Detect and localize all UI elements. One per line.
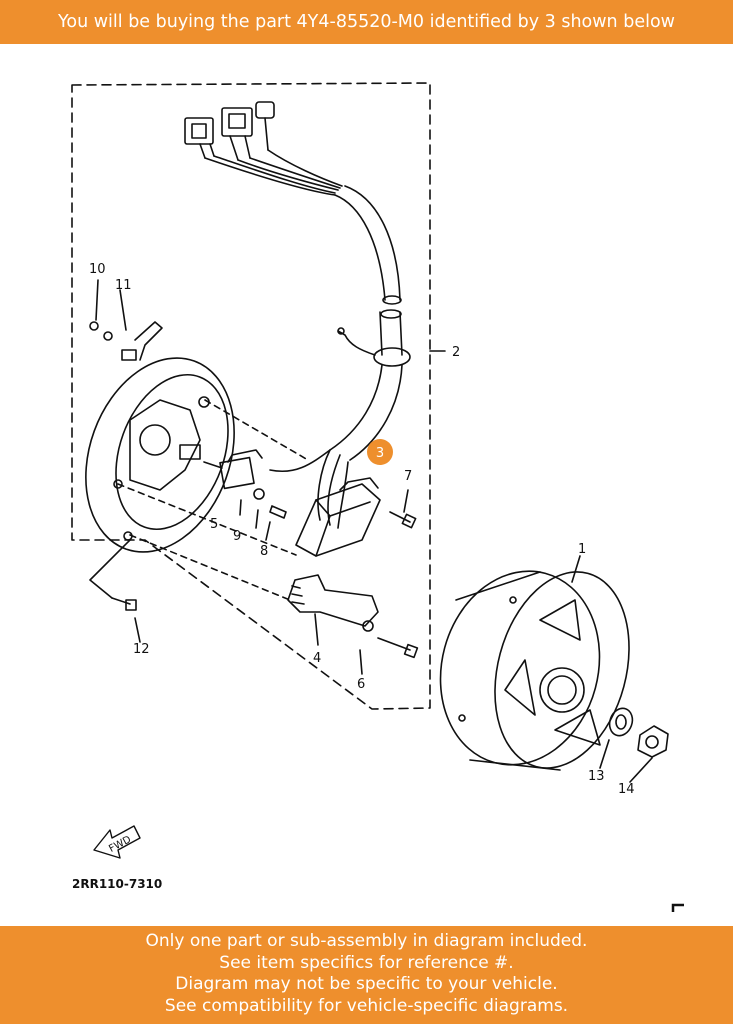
nut-14	[637, 725, 669, 758]
wire-harness	[204, 149, 343, 196]
label-7: 7	[404, 469, 412, 484]
label-9: 9	[233, 529, 241, 544]
diagram-code: 2RR110-7310	[72, 877, 162, 891]
label-4: 4	[313, 651, 321, 666]
label-2: 2	[452, 345, 460, 360]
label-10: 10	[89, 262, 106, 277]
highlight-label: 3	[376, 446, 384, 461]
label-1: 1	[578, 542, 586, 557]
component-4	[287, 574, 379, 632]
footer-line-3: Diagram may not be specific to your vehi…	[175, 974, 558, 994]
footer-banner: Only one part or sub-assembly in diagram…	[0, 926, 733, 1024]
corner-mark	[671, 903, 684, 912]
header-text: You will be buying the part 4Y4-85520-M0…	[58, 12, 675, 32]
parts-diagram: FWD 1 2 4 5 6 7 8 9 10 11 12 13 14 3 2RR…	[71, 82, 684, 912]
label-5: 5	[210, 517, 218, 532]
label-8: 8	[260, 544, 268, 559]
label-6: 6	[357, 677, 365, 692]
stator-plate	[85, 321, 235, 553]
label-13: 13	[588, 769, 605, 784]
footer-line-4: See compatibility for vehicle-specific d…	[164, 995, 569, 1016]
label-12: 12	[133, 642, 150, 657]
washer-13	[608, 707, 634, 737]
component-5	[203, 449, 263, 490]
flywheel-rotor	[439, 570, 630, 771]
part-3-pulser-coil	[295, 477, 381, 557]
wire-connectors	[184, 101, 275, 161]
assembly-boundary	[71, 82, 431, 710]
header-banner: You will be buying the part 4Y4-85520-M0…	[0, 0, 733, 44]
footer-line-2: See item specifics for reference #.	[219, 952, 514, 973]
label-14: 14	[618, 782, 635, 797]
highlight-badge-3: 3	[367, 439, 393, 465]
label-11: 11	[115, 278, 132, 293]
footer-line-1: Only one part or sub-assembly in diagram…	[145, 931, 588, 951]
fwd-arrow	[93, 825, 141, 859]
